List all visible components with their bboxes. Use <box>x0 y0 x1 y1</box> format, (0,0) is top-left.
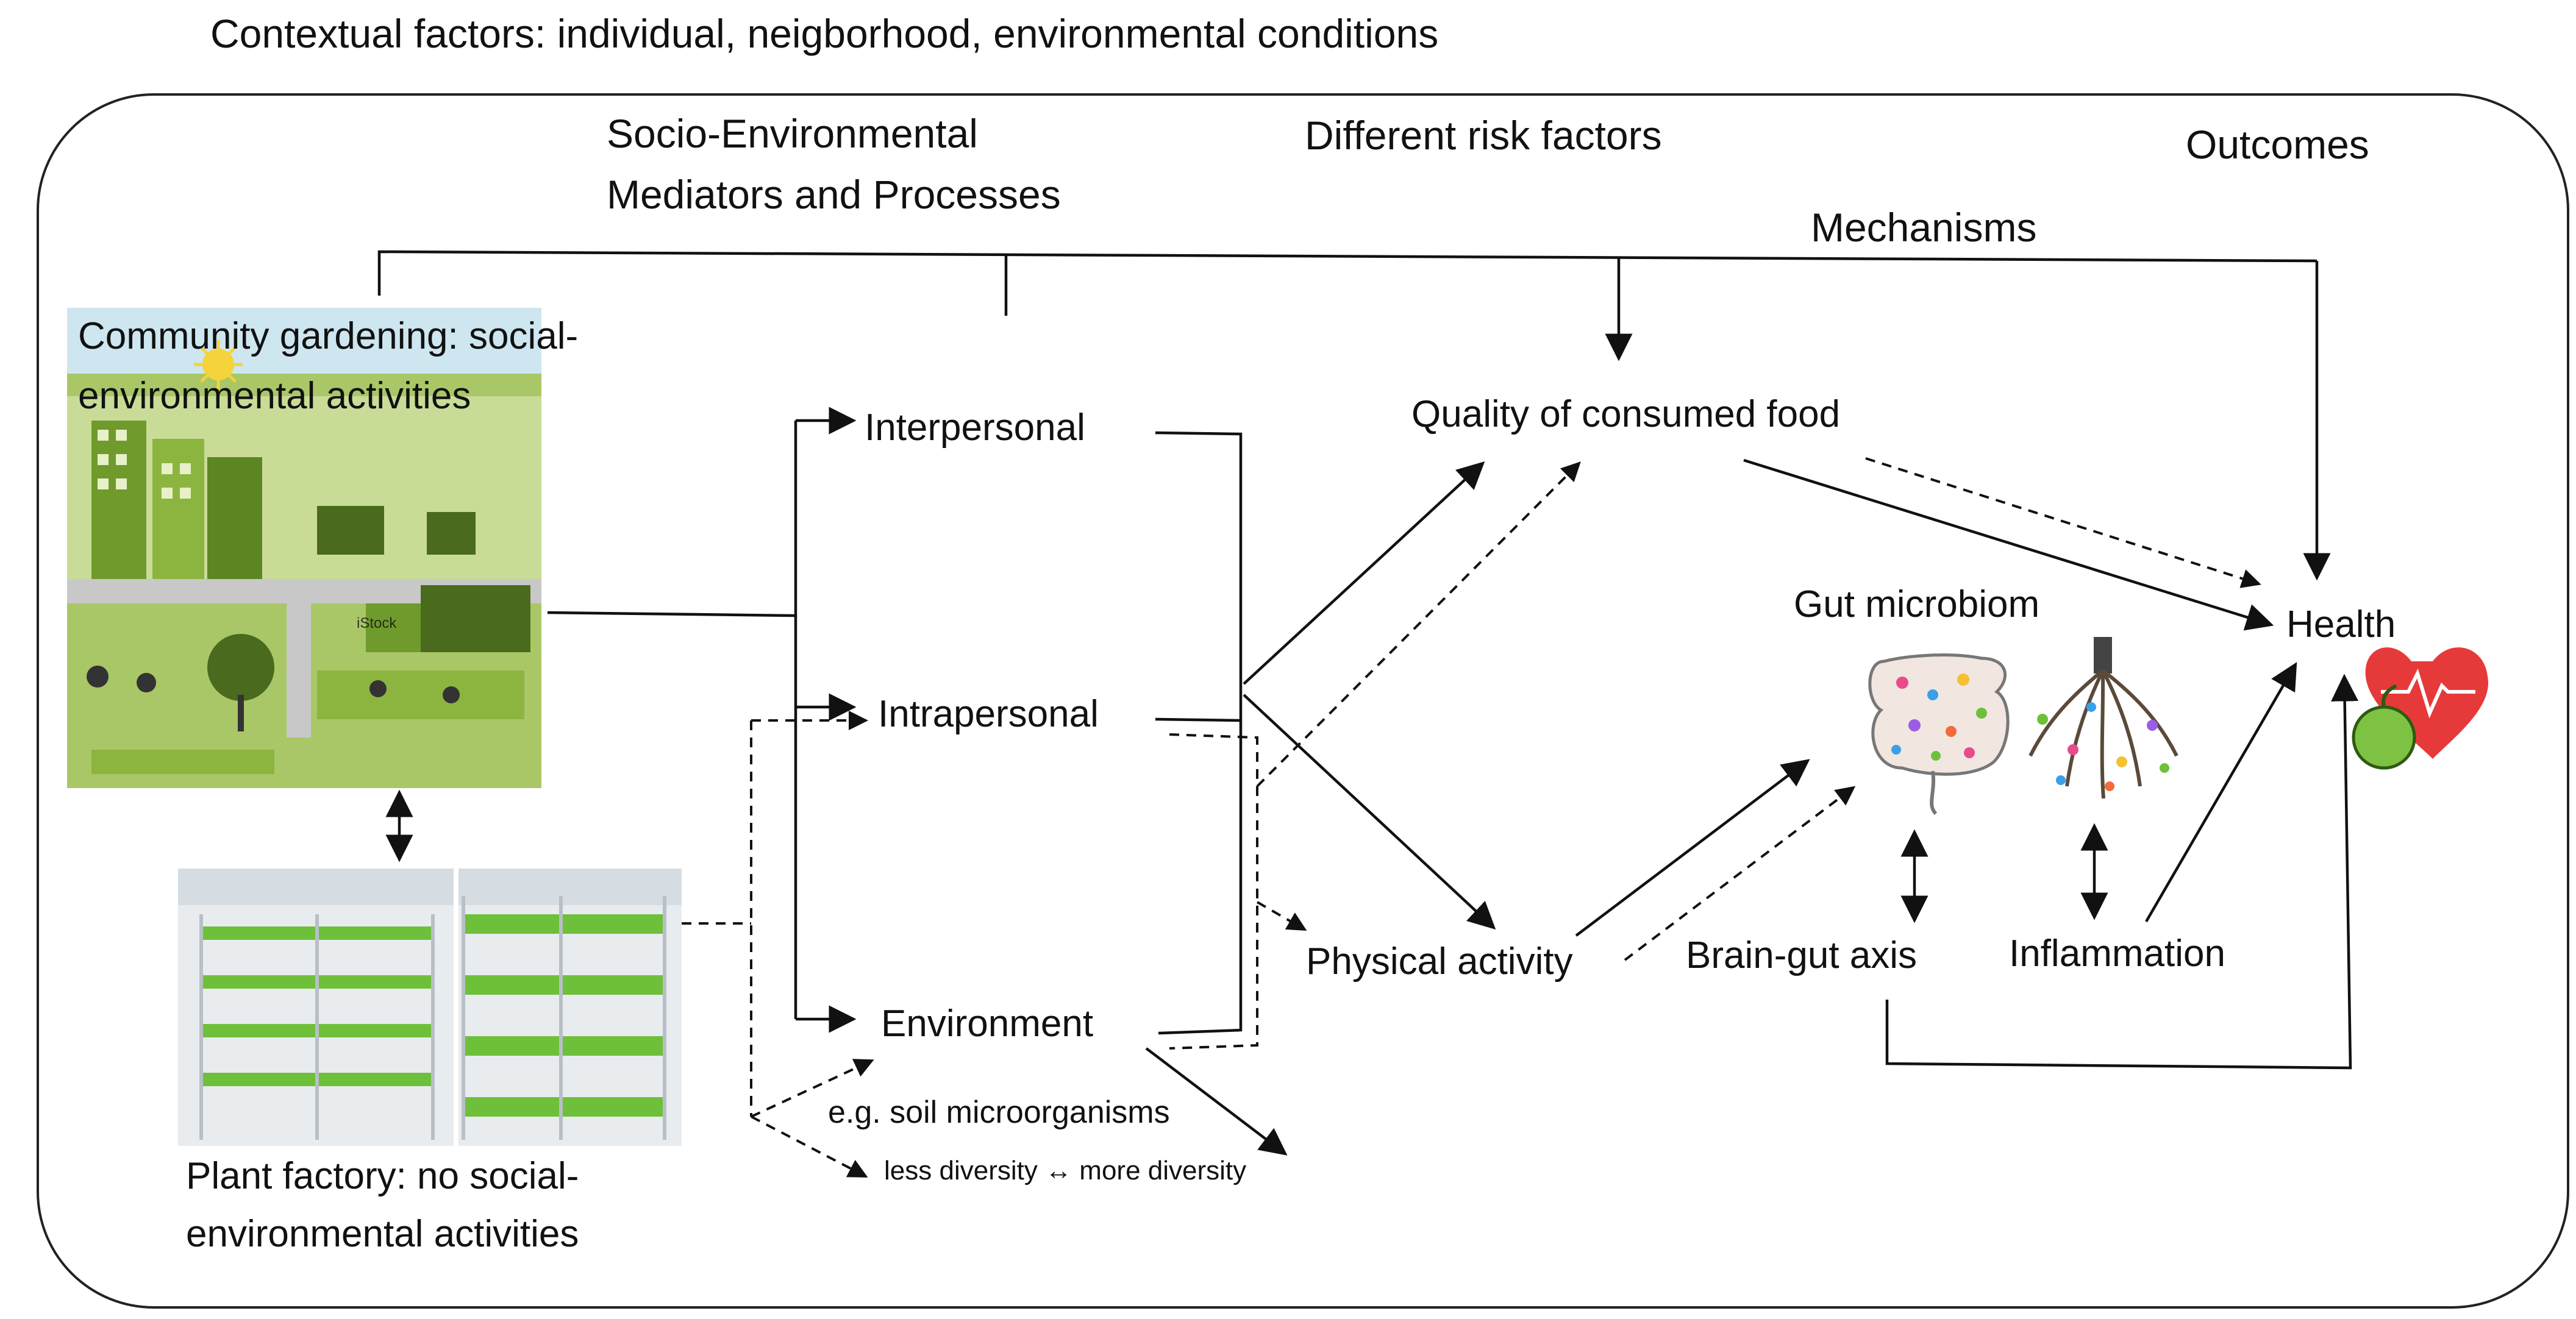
mediator-right-bracket-solid <box>1155 431 1243 1035</box>
heart-apple-icon <box>2352 647 2489 770</box>
intrapersonal-join-solid <box>1155 717 1241 722</box>
arrow-brain-gut-to-health <box>1885 674 2359 1070</box>
arrow-environment-to-diversity <box>1145 1047 1288 1156</box>
inflammation-label: Inflammation <box>2009 933 2225 975</box>
mediators-heading-line2: Mediators and Processes <box>607 172 1061 217</box>
diversity-label: less diversity ↔ more diversity <box>884 1156 1246 1186</box>
sun-icon <box>194 340 243 389</box>
risk-factors-heading: Different risk factors <box>1305 113 1662 158</box>
plant-factory-label-line2: environmental activities <box>186 1213 579 1255</box>
mediators-heading-line1: Socio-Environmental <box>607 111 978 156</box>
food-quality-label: Quality of consumed food <box>1411 393 1840 435</box>
arrow-to-environment-dashed <box>751 1059 874 1118</box>
intestine-icon <box>1868 653 2010 816</box>
line-garden-to-mediators <box>547 611 796 617</box>
watermark-text: iStock <box>357 615 397 631</box>
city-garden-illustration: iStock <box>67 308 541 788</box>
arrow-inflammation-to-health <box>2145 662 2297 923</box>
health-label: Health <box>2286 603 2396 645</box>
community-gardening-label-line2: environmental activities <box>78 375 471 417</box>
context-bracket-line <box>377 250 2317 296</box>
arrow-food-to-health-dashed <box>1865 457 2261 588</box>
greenhouse-shelves-illustration <box>178 869 682 1146</box>
arrow-mediators-to-food-dashed <box>1256 461 1581 787</box>
arrow-to-diversity <box>751 1115 868 1178</box>
outer-frame <box>37 93 2569 1309</box>
gut-microbiom-label: Gut microbiom <box>1794 583 2039 625</box>
physical-activity-label: Physical activity <box>1306 940 1573 983</box>
outcomes-heading: Outcomes <box>2186 122 2369 167</box>
root-microbe-icon <box>2028 637 2178 799</box>
interpersonal-label: Interpersonal <box>865 407 1085 449</box>
environment-label: Environment <box>881 1003 1093 1045</box>
soil-example-label: e.g. soil microorganisms <box>828 1095 1170 1130</box>
arrow-mediators-to-physical <box>1243 694 1496 930</box>
mediator-right-bracket-dashed <box>1169 733 1258 1050</box>
mechanisms-heading: Mechanisms <box>1811 205 2036 250</box>
arrow-mediators-to-food <box>1243 461 1485 685</box>
context-title: Contextual factors: individual, neigborh… <box>210 11 1438 56</box>
community-gardening-label-line1: Community gardening: social- <box>78 315 578 357</box>
arrow-mediators-to-physical-dashed <box>1257 901 1307 931</box>
arrow-physical-to-gut-dashed <box>1624 786 1856 961</box>
arrow-physical-to-gut <box>1575 759 1810 937</box>
brain-gut-axis-label: Brain-gut axis <box>1686 934 1917 976</box>
plant-factory-label-line1: Plant factory: no social- <box>186 1155 579 1197</box>
intrapersonal-label: Intrapersonal <box>878 693 1099 735</box>
arrow-food-to-health <box>1743 458 2274 631</box>
